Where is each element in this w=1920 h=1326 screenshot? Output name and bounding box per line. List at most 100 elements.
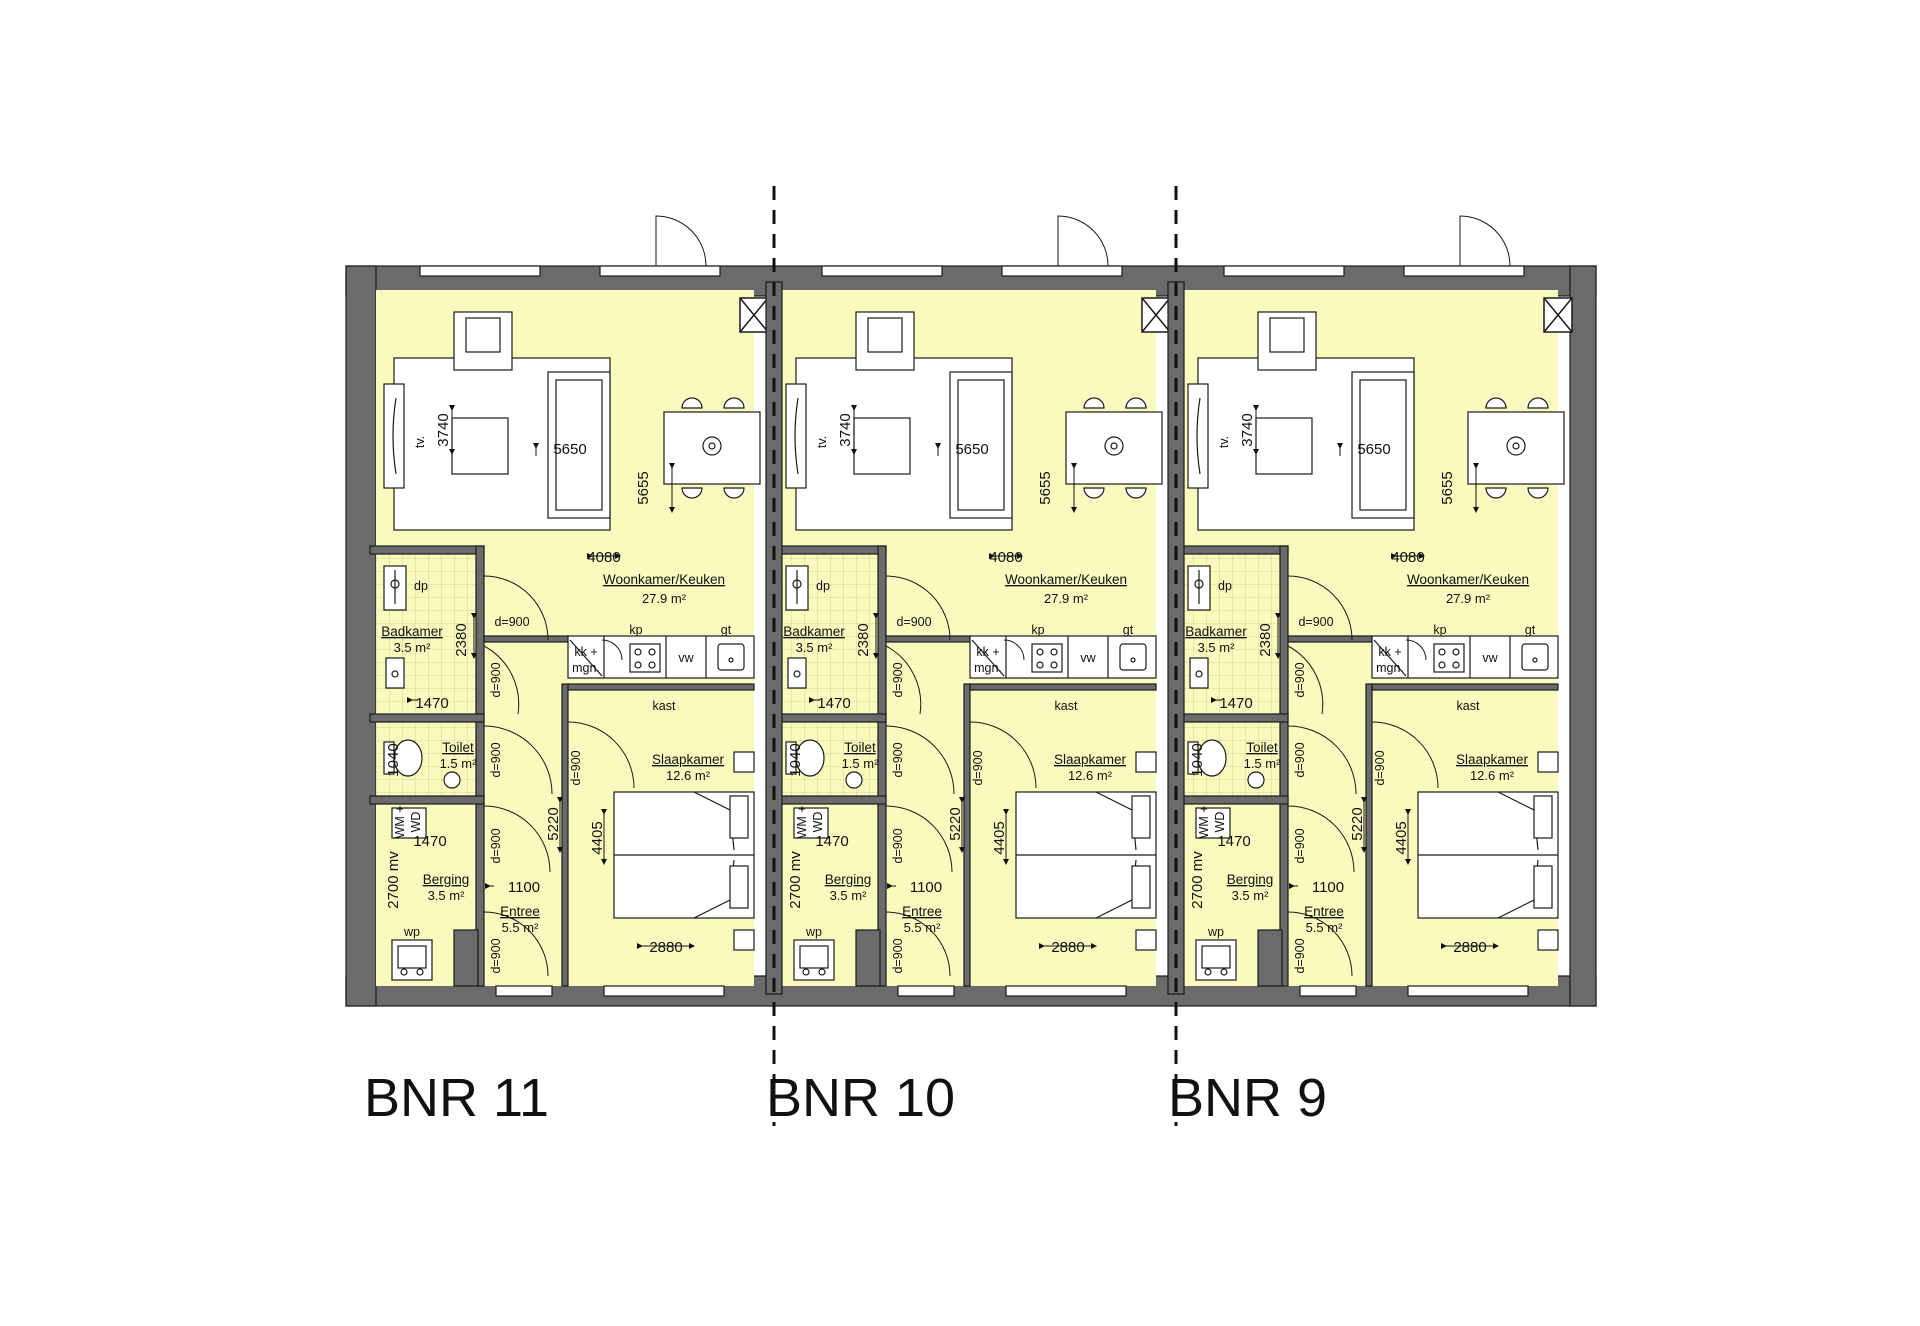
- label-berging: Berging: [825, 872, 872, 887]
- door-label-4: d=900: [489, 828, 503, 863]
- dim-bed-width: 2880: [649, 939, 682, 956]
- dim-bath-width: 1470: [415, 695, 448, 712]
- dim-living-width: 4080: [989, 549, 1022, 566]
- room-hall: [884, 636, 964, 986]
- area-badkamer: 3.5 m²: [796, 640, 834, 655]
- tv-cabinet: [1187, 383, 1209, 489]
- door-label-6: d=900: [569, 750, 583, 785]
- label-entree: Entree: [902, 904, 942, 919]
- dim-living-depth: 5655: [1037, 471, 1054, 504]
- label-toilet: Toilet: [442, 740, 474, 755]
- area-badkamer: 3.5 m²: [394, 640, 432, 655]
- tv-cabinet: [383, 383, 405, 489]
- area-toilet: 1.5 m²: [842, 756, 880, 771]
- label-fridge-1: kk +: [976, 645, 999, 659]
- door-label-3: d=900: [891, 742, 905, 777]
- dim-entrance-width: 1100: [910, 879, 942, 896]
- door-label-2: d=900: [489, 662, 503, 697]
- area-slaapkamer: 12.6 m²: [666, 768, 711, 783]
- door-label-3: d=900: [489, 742, 503, 777]
- door-label-4: d=900: [891, 828, 905, 863]
- label-heatpump: wp: [403, 925, 420, 939]
- label-badkamer: Badkamer: [1185, 624, 1247, 639]
- label-tv: tv.: [1217, 436, 1231, 448]
- label-fridge-2: mgn.: [974, 661, 1002, 675]
- label-fridge-1: kk +: [1378, 645, 1401, 659]
- area-berging: 3.5 m²: [1232, 888, 1270, 903]
- dim-bath-depth: 2380: [855, 623, 872, 656]
- label-washer-2: WD: [811, 812, 825, 833]
- label-slaapkamer: Slaapkamer: [1054, 752, 1127, 767]
- label-entree: Entree: [1304, 904, 1344, 919]
- dim-toilet-depth: 1040: [1189, 743, 1206, 776]
- unit-label: BNR 9: [1168, 1068, 1327, 1128]
- door-label-5: d=900: [1293, 938, 1307, 973]
- label-entree: Entree: [500, 904, 540, 919]
- unit-label: BNR 11: [364, 1068, 549, 1128]
- label-slaapkamer: Slaapkamer: [652, 752, 725, 767]
- label-cooktop: kp: [1031, 623, 1044, 637]
- label-dishwasher: vw: [1482, 651, 1498, 665]
- dim-toilet-depth: 1040: [385, 743, 402, 776]
- label-badkamer: Badkamer: [381, 624, 443, 639]
- area-entree: 5.5 m²: [502, 920, 540, 935]
- dim-living-width: 4080: [587, 549, 620, 566]
- unit-bnr-10: Woonkamer/Keuken 27.9 m² 4080 5655 3740 …: [766, 215, 1171, 1128]
- label-washer-2: WD: [1213, 812, 1227, 833]
- area-entree: 5.5 m²: [1306, 920, 1344, 935]
- label-toilet: Toilet: [1246, 740, 1278, 755]
- label-heatpump: wp: [1207, 925, 1224, 939]
- label-sink: gt: [1123, 623, 1134, 637]
- coffee-table: [853, 417, 911, 475]
- label-closet: kast: [653, 699, 676, 713]
- door-label-1: d=900: [494, 615, 529, 629]
- dim-bed-depth: 4405: [1393, 821, 1410, 854]
- dim-hall-depth: 5220: [545, 807, 562, 840]
- label-fridge-2: mgn.: [1376, 661, 1404, 675]
- dim-storage-width: 1470: [1217, 833, 1250, 850]
- unit-bnr-11: Woonkamer/Keuken 27.9 m² 4080 5655 3740 …: [364, 215, 769, 1128]
- dim-living-depth: 5655: [635, 471, 652, 504]
- door-label-6: d=900: [971, 750, 985, 785]
- label-dishwasher: vw: [678, 651, 694, 665]
- label-berging: Berging: [423, 872, 470, 887]
- dim-hall-depth: 5220: [1349, 807, 1366, 840]
- room-hall: [1286, 636, 1366, 986]
- dim-sofa-depth: 3740: [435, 413, 452, 446]
- label-washer-1: WM +: [1197, 806, 1211, 839]
- area-entree: 5.5 m²: [904, 920, 942, 935]
- wall-left: [345, 265, 377, 1007]
- dim-storage-width: 1470: [413, 833, 446, 850]
- door-label-2: d=900: [1293, 662, 1307, 697]
- wall-right: [1569, 265, 1597, 1007]
- area-woonkamer: 27.9 m²: [1446, 591, 1491, 606]
- dim-bed-width: 2880: [1051, 939, 1084, 956]
- dim-hall-depth: 5220: [947, 807, 964, 840]
- dim-bath-depth: 2380: [1257, 623, 1274, 656]
- room-hall: [482, 636, 562, 986]
- area-slaapkamer: 12.6 m²: [1068, 768, 1113, 783]
- door-label-5: d=900: [489, 938, 503, 973]
- label-shower: dp: [816, 579, 830, 593]
- dim-living-depth: 5655: [1439, 471, 1456, 504]
- label-fridge-2: mgn.: [572, 661, 600, 675]
- dim-sofa-span: 5650: [1357, 441, 1390, 458]
- area-berging: 3.5 m²: [830, 888, 868, 903]
- coffee-table: [1255, 417, 1313, 475]
- dim-living-width: 4080: [1391, 549, 1424, 566]
- door-label-4: d=900: [1293, 828, 1307, 863]
- dim-storage-depth: 2700 mv: [787, 851, 804, 909]
- door-label-1: d=900: [896, 615, 931, 629]
- dim-entrance-width: 1100: [1312, 879, 1344, 896]
- unit-label: BNR 10: [766, 1068, 955, 1128]
- label-woonkamer: Woonkamer/Keuken: [603, 572, 725, 587]
- area-slaapkamer: 12.6 m²: [1470, 768, 1515, 783]
- door-label-6: d=900: [1373, 750, 1387, 785]
- area-toilet: 1.5 m²: [1244, 756, 1282, 771]
- label-woonkamer: Woonkamer/Keuken: [1407, 572, 1529, 587]
- label-tv: tv.: [413, 436, 427, 448]
- label-tv: tv.: [815, 436, 829, 448]
- area-berging: 3.5 m²: [428, 888, 466, 903]
- label-sink: gt: [721, 623, 732, 637]
